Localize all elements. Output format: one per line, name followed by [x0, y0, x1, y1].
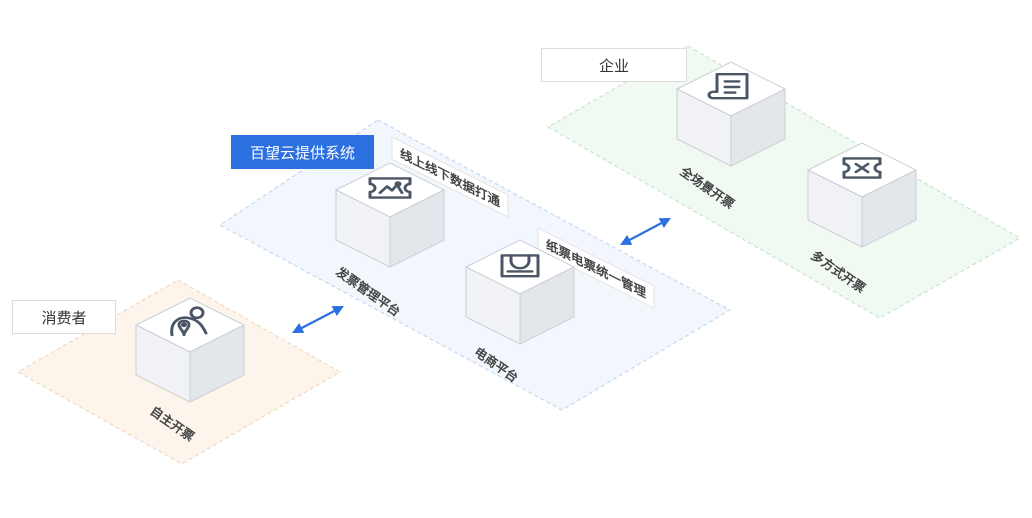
shopping-bag-icon: [500, 254, 540, 278]
system-enterprise-arrow: [620, 217, 671, 246]
enterprise-zone-title: 企业: [541, 48, 687, 82]
consumer-system-arrow: [292, 305, 344, 334]
ticket-cross-icon: [842, 157, 882, 179]
user-location-icon: [170, 306, 208, 337]
invoice-ticket-icon: [368, 177, 412, 199]
node-ecommerce-platform: 电商平台: [464, 239, 576, 385]
consumer-zone-title: 消费者: [12, 300, 116, 334]
receipt-scroll-icon: [707, 72, 749, 100]
system-zone-title: 百望云提供系统: [231, 135, 374, 169]
